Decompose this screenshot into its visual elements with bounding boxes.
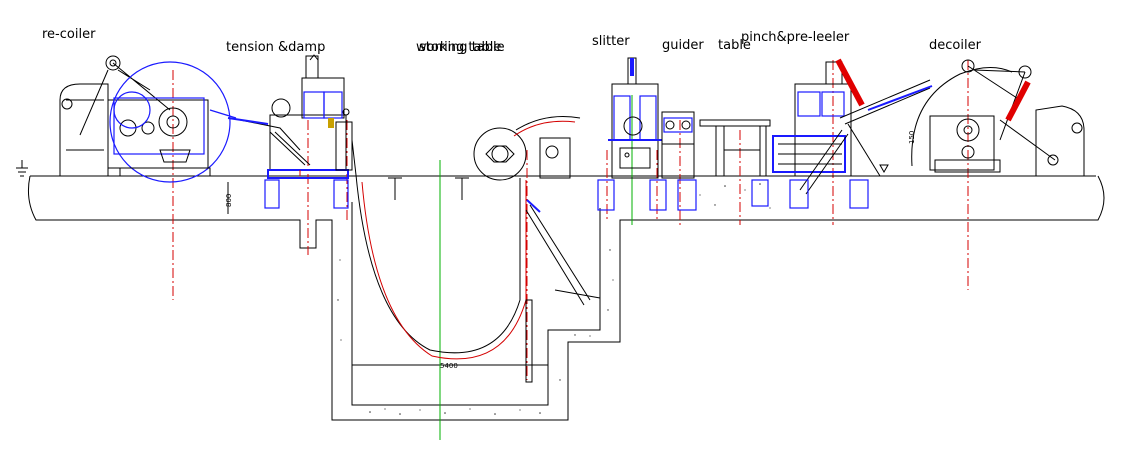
label-slitter: slitter: [592, 34, 630, 49]
tension-damp-machine: [227, 54, 353, 209]
table-unit: [699, 119, 771, 207]
label-decoiler: decoiler: [929, 38, 982, 53]
label-guider: guider: [662, 38, 704, 53]
label-working-table: working table: [416, 40, 505, 55]
label-table: table: [718, 38, 751, 53]
label-pinch-pre-leveler: pinch&pre-leeler: [741, 30, 850, 45]
label-storing-table: storing table: [419, 40, 501, 55]
recoiler-machine: [59, 55, 237, 183]
foundation-outline: 5400 800 150: [16, 131, 1105, 421]
label-tension-damp: tension &damp: [226, 40, 325, 55]
guider-machine: [661, 111, 697, 211]
dim-depth: 800: [225, 194, 233, 207]
dim-height: 150: [908, 131, 916, 144]
pinch-preleveler-machine: [772, 58, 933, 209]
decoiler-machine: [911, 59, 1085, 176]
label-recoiler: re-coiler: [42, 27, 96, 42]
storage-loop: [351, 116, 601, 383]
slitter-machine: [597, 57, 667, 211]
dim-pit-width: 5400: [440, 362, 458, 370]
